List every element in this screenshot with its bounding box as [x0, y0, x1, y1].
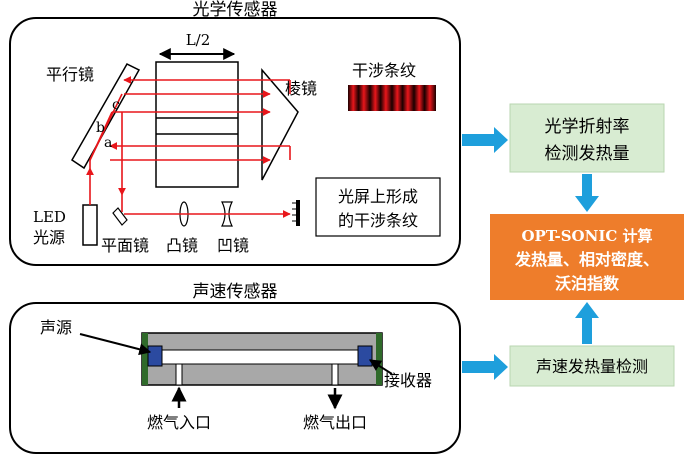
sound-source-transducer	[147, 345, 163, 367]
sonic-sensor-title: 声速传感器	[193, 282, 278, 302]
sound-source-pointer	[79, 333, 152, 356]
receiver-transducer	[357, 345, 373, 367]
led-label: LED	[33, 208, 66, 226]
led-label-sub: 光源	[33, 228, 65, 247]
gas-inlet-label: 燃气入口	[147, 413, 211, 432]
receiver-pointer	[368, 359, 393, 375]
screen-label-sub: 的干涉条纹	[338, 211, 418, 230]
parallel-mirror-label: 平行镜	[46, 65, 94, 84]
convex-lens-label: 凸镜	[166, 236, 198, 255]
led-source	[82, 204, 98, 246]
outlet-pipe	[331, 363, 339, 386]
optical-to-calc-arrow	[575, 174, 599, 212]
calc-box	[490, 214, 684, 300]
optical-sensor-title: 光学传感器	[193, 0, 278, 20]
prism-label: 棱镜	[285, 79, 317, 98]
parallel-mirror	[71, 63, 141, 170]
inlet-pipe	[175, 363, 183, 386]
sound-source-label: 声源	[40, 318, 72, 337]
sonic-result-box	[509, 345, 675, 387]
optical-result-line1: 光学折射率	[545, 117, 630, 137]
optical-to-flow-arrow	[462, 127, 508, 153]
screen-label-box	[315, 177, 441, 237]
calc-line2: 发热量、相对密度、	[514, 250, 659, 269]
receiver-label: 接收器	[384, 371, 432, 390]
screen-label: 光屏上形成	[338, 187, 418, 206]
point-c-label: c	[112, 97, 120, 113]
gas-outlet-label: 燃气出口	[303, 413, 367, 432]
screen	[296, 200, 300, 226]
light-beams	[86, 76, 291, 218]
concave-lens-label: 凹镜	[217, 236, 249, 255]
point-a-label: a	[104, 135, 112, 151]
sonic-result-label: 声速发热量检测	[536, 357, 648, 376]
optical-result-box	[509, 103, 665, 173]
point-b-label: b	[96, 120, 105, 136]
tube-end-right	[376, 333, 382, 385]
plane-mirror	[112, 207, 128, 226]
sonic-to-flow-arrow	[462, 354, 508, 380]
fringe-label: 干涉条纹	[352, 61, 416, 80]
interference-fringe-image	[348, 85, 436, 111]
tube-end-left	[142, 333, 148, 385]
gas-cell	[155, 61, 239, 188]
calc-line3: 沃泊指数	[555, 274, 620, 293]
tube-inner-channel	[159, 349, 361, 365]
plane-mirror-label: 平面镜	[101, 236, 149, 255]
sonic-to-calc-arrow	[575, 302, 599, 344]
optical-result-line2: 检测发热量	[545, 144, 630, 164]
calc-line1: OPT-SONIC 计算	[521, 227, 652, 245]
length-label: L/2	[186, 31, 211, 49]
